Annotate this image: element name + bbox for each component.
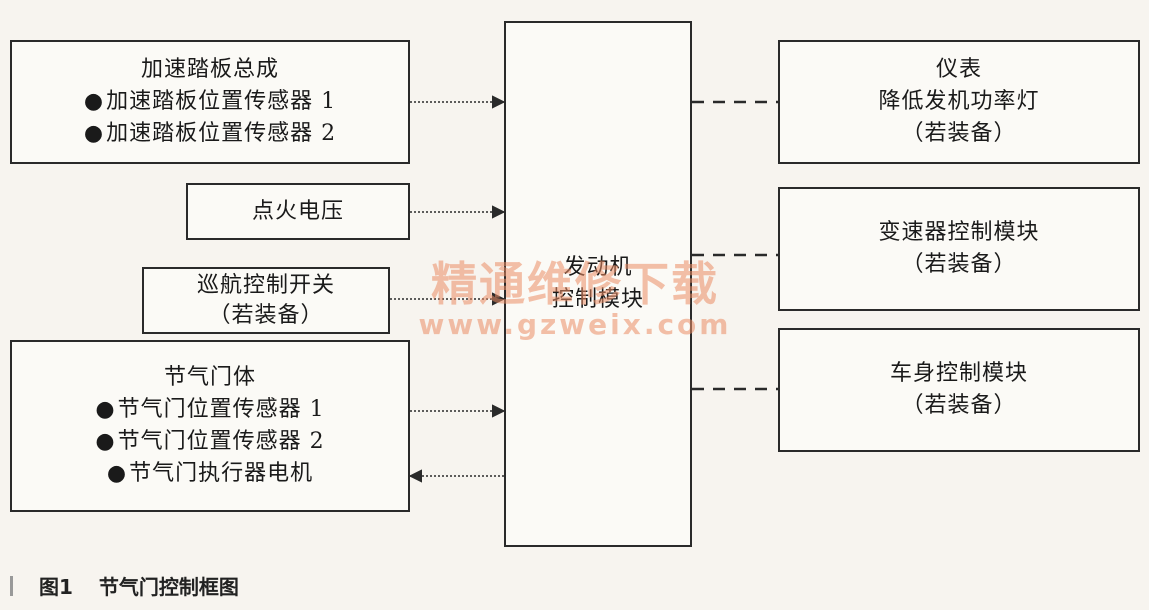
ignition-title: 点火电压 <box>251 198 344 224</box>
cruise-optional: （若装备） <box>208 302 324 328</box>
pedal-sensor-1: 加速踏板位置传感器 1 <box>84 86 336 118</box>
bcm-box: 车身控制模块 （若装备） <box>778 328 1140 452</box>
ignition-voltage-box: 点火电压 <box>186 183 410 240</box>
pedal-assembly-box: 加速踏板总成 加速踏板位置传感器 1 加速踏板位置传感器 2 <box>10 40 410 164</box>
throttle-sensor-2: 节气门位置传感器 2 <box>95 426 324 458</box>
bcm-title: 车身控制模块 <box>889 361 1028 386</box>
throttle-title: 节气门体 <box>163 365 256 390</box>
instrument-lamp: 降低发机功率灯 <box>878 89 1040 114</box>
caption-marker <box>10 575 13 596</box>
pedal-sensor-2: 加速踏板位置传感器 2 <box>84 118 336 150</box>
ecm-line-1: 发动机 <box>563 255 633 280</box>
caption-text: 节气门控制框图 <box>98 575 239 599</box>
tcm-optional: （若装备） <box>901 252 1017 277</box>
throttle-motor: 节气门执行器电机 <box>107 458 313 490</box>
bcm-optional: （若装备） <box>901 393 1017 418</box>
figure-caption: 图1 节气门控制框图 <box>10 571 239 600</box>
cruise-title: 巡航控制开关 <box>196 272 335 298</box>
instrument-title: 仪表 <box>935 57 982 82</box>
cruise-switch-box: 巡航控制开关 （若装备） <box>142 267 390 334</box>
pedal-title: 加速踏板总成 <box>140 57 279 82</box>
instrument-box: 仪表 降低发机功率灯 （若装备） <box>778 40 1140 164</box>
tcm-title: 变速器控制模块 <box>878 220 1040 245</box>
ecm-line-2: 控制模块 <box>551 287 644 312</box>
instrument-optional: （若装备） <box>901 121 1017 146</box>
throttle-sensor-1: 节气门位置传感器 1 <box>95 394 324 426</box>
tcm-box: 变速器控制模块 （若装备） <box>778 187 1140 311</box>
caption-number: 图1 <box>39 575 73 599</box>
ecm-box: 发动机 控制模块 <box>504 21 692 547</box>
throttle-body-box: 节气门体 节气门位置传感器 1 节气门位置传感器 2 节气门执行器电机 <box>10 340 410 512</box>
